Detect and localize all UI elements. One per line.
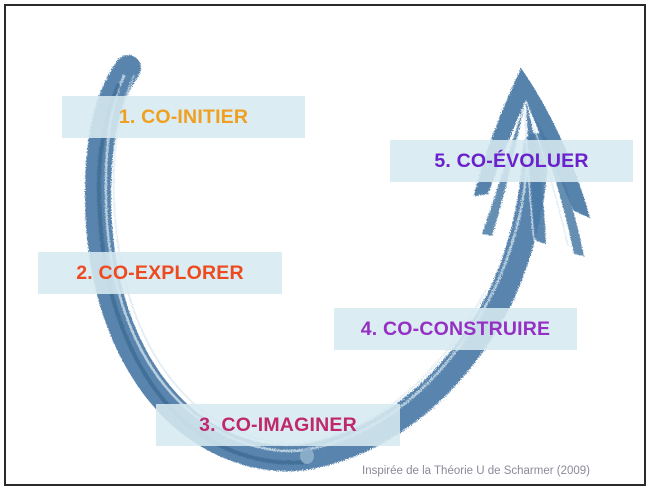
- stage-co-initier: 1. CO-INITIER: [62, 96, 305, 138]
- stage-label: 3. CO-IMAGINER: [199, 413, 357, 436]
- source-caption: Inspirée de la Théorie U de Scharmer (20…: [362, 465, 590, 477]
- stage-co-explorer: 2. CO-EXPLORER: [38, 252, 282, 294]
- stage-co-construire: 4. CO-CONSTRUIRE: [334, 308, 577, 350]
- slide-frame: 1. CO-INITIER 2. CO-EXPLORER 3. CO-IMAGI…: [4, 4, 646, 486]
- bottom-dot: [300, 448, 314, 464]
- stage-label: 1. CO-INITIER: [118, 105, 249, 128]
- stage-co-evoluer: 5. CO-ÉVOLUER: [390, 140, 633, 182]
- stage-label: 4. CO-CONSTRUIRE: [360, 317, 551, 340]
- stage-label: 5. CO-ÉVOLUER: [434, 149, 589, 172]
- stage-label: 2. CO-EXPLORER: [76, 261, 244, 284]
- stage-co-imaginer: 3. CO-IMAGINER: [156, 404, 400, 446]
